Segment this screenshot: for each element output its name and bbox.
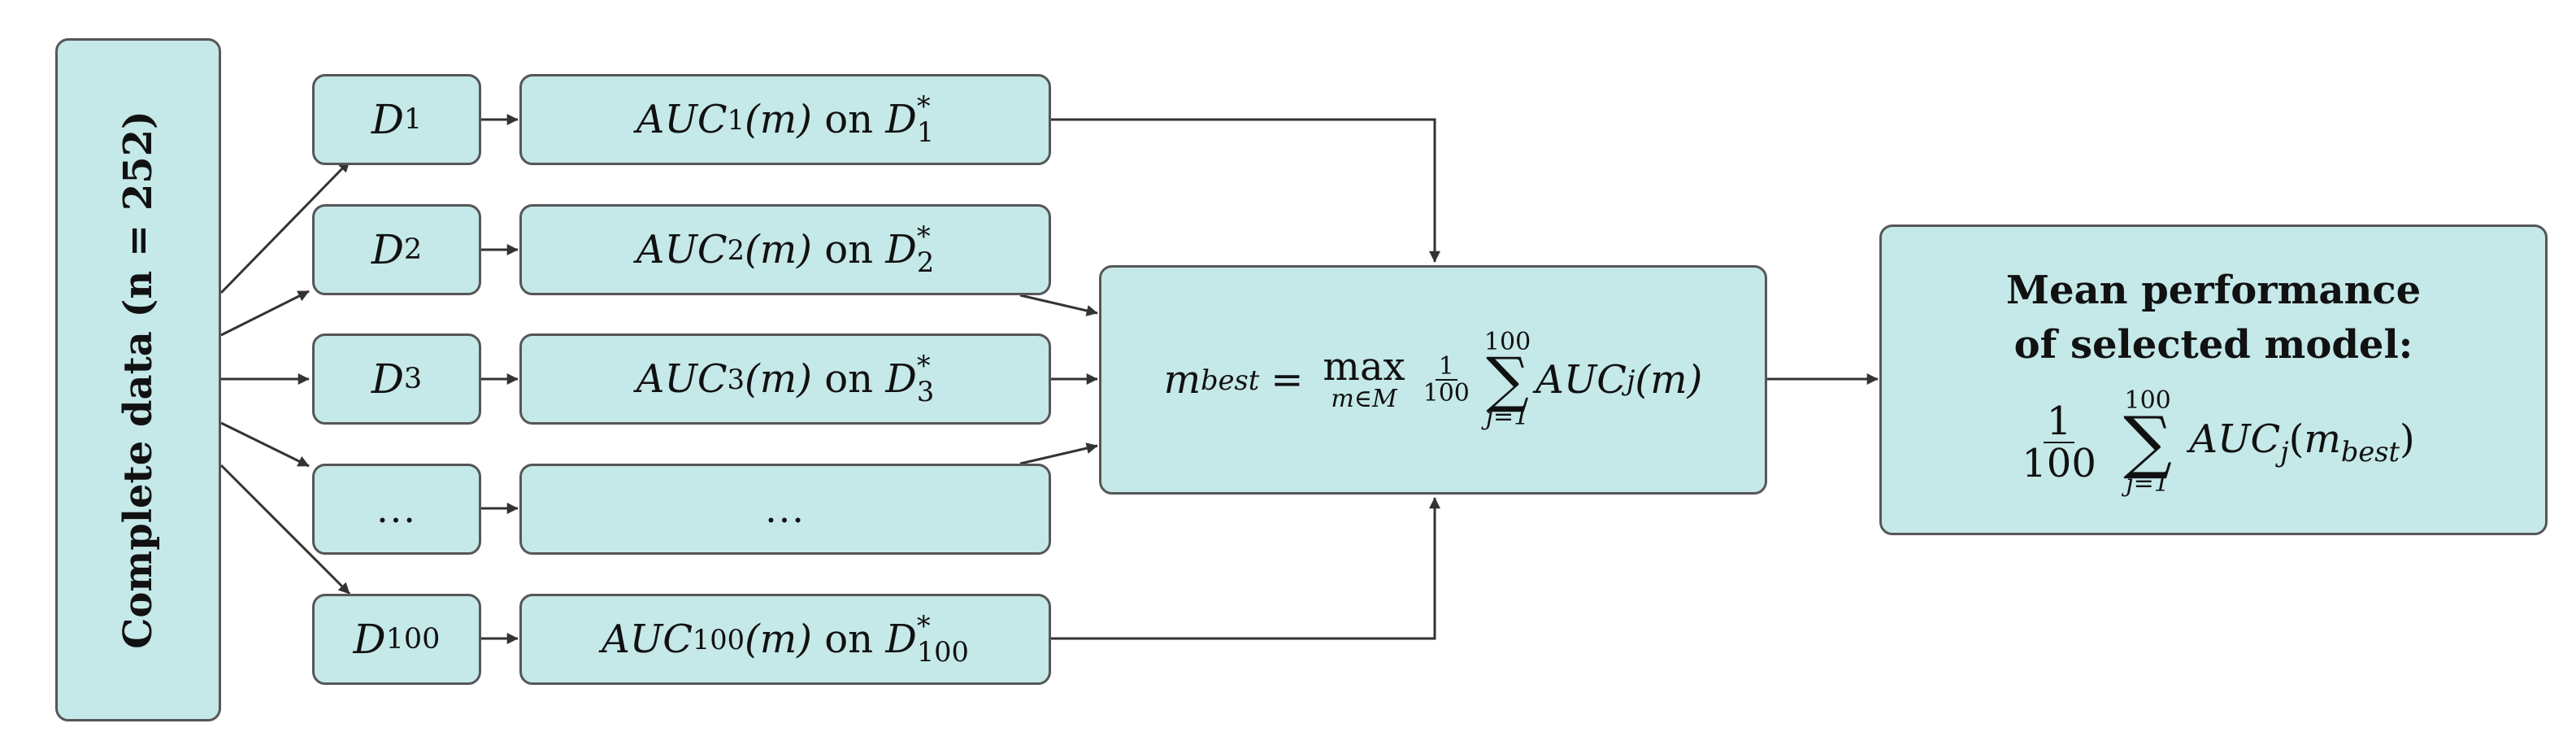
fraction: 1 100	[1420, 353, 1473, 408]
auc-argument: (m)	[745, 356, 812, 402]
summation: 100 ∑ j=1	[2123, 389, 2172, 495]
dataset-subscript: 100	[385, 623, 441, 656]
arrow-auc-dots-to-selection	[1019, 442, 1098, 465]
result-formula: 1 100 100 ∑ j=1 AUCj(mbest)	[2012, 389, 2414, 495]
test-set-symbol: D	[885, 617, 917, 662]
test-set-star: *	[916, 350, 931, 382]
test-set-symbol: D	[885, 227, 917, 272]
max-subscript: m∈M	[1331, 385, 1397, 414]
sigma-symbol: ∑	[2123, 402, 2173, 482]
max-operator: max m∈M	[1323, 347, 1405, 412]
arrow-complete-to-dots	[220, 421, 310, 468]
test-set-subscript: 100	[916, 636, 969, 668]
arrow-complete-to-d100	[219, 464, 351, 595]
result-title-line1: Mean performance	[2005, 268, 2422, 314]
arrow-auc2-to-selection	[1019, 294, 1098, 316]
test-set-symbol: D	[885, 97, 917, 142]
auc-subscript: 3	[727, 363, 745, 395]
test-set-subscript: 2	[916, 246, 935, 278]
max-text: max	[1323, 344, 1405, 390]
sum-lower-limit: j=1	[1485, 403, 1530, 432]
test-set-star: *	[916, 220, 931, 253]
fraction-denominator: 100	[1423, 379, 1470, 408]
dataset-box-ellipsis: ...	[312, 464, 481, 555]
auc-symbol: AUC	[1536, 357, 1627, 403]
summation: 100 ∑ j=1	[1483, 327, 1531, 432]
auc-argument: (m)	[745, 97, 812, 142]
complete-data-label: Complete data (n = 252)	[115, 111, 161, 649]
sum-upper-limit: 100	[2124, 386, 2171, 416]
fraction-denominator: 100	[2022, 441, 2096, 487]
auc-argument: (m)	[745, 227, 812, 272]
m-best-subscript: best	[1201, 364, 1260, 396]
auc-subscript: 1	[727, 103, 745, 136]
test-set-subscript: 1	[916, 116, 935, 148]
on-word: on	[824, 97, 874, 142]
test-set-symbol: D	[885, 356, 917, 402]
dataset-symbol: D	[353, 616, 386, 663]
arrow-auc1-to-selection	[1051, 118, 1440, 263]
auc-symbol: AUC	[636, 356, 728, 402]
dataset-symbol: D	[371, 226, 404, 273]
result-box: Mean performance of selected model: 1 10…	[1879, 224, 2548, 535]
m-symbol: m	[2304, 416, 2341, 463]
arrow-complete-to-d1	[219, 159, 351, 294]
auc-symbol: AUC	[636, 227, 728, 272]
auc-symbol: AUC	[636, 97, 728, 142]
close-paren: )	[2400, 416, 2415, 463]
result-title-line2: of selected model:	[2013, 322, 2413, 368]
dataset-symbol: D	[371, 96, 404, 143]
auc-subscript: 100	[692, 623, 745, 656]
auc-subscript: j	[2280, 436, 2289, 469]
sigma-symbol: ∑	[1486, 344, 1529, 415]
complete-data-box: Complete data (n = 252)	[55, 38, 221, 721]
auc-box-ellipsis: ...	[519, 464, 1051, 555]
sum-lower-limit: j=1	[2126, 469, 2170, 498]
on-word: on	[824, 356, 874, 402]
auc-subscript: 2	[727, 233, 745, 266]
ellipsis-text: ...	[765, 487, 806, 531]
fraction: 1 100	[2018, 400, 2100, 487]
open-paren: (	[2288, 416, 2304, 463]
auc-subscript: j	[1627, 364, 1636, 396]
dataset-subscript: 2	[403, 233, 423, 266]
test-set-star: *	[916, 610, 931, 643]
ellipsis-text: ...	[376, 487, 417, 531]
equals-sign: =	[1271, 357, 1304, 403]
auc-argument: (m)	[1635, 357, 1703, 403]
test-set-star: *	[916, 90, 931, 123]
dataset-subscript: 1	[403, 103, 423, 136]
fraction-numerator: 1	[1435, 353, 1457, 381]
arrow-auc100-to-selection	[1051, 497, 1440, 640]
arrow-complete-to-d2	[220, 290, 310, 337]
dataset-subscript: 3	[403, 363, 423, 395]
test-set-subscript: 3	[916, 376, 935, 408]
m-best-symbol: m	[1163, 357, 1201, 403]
auc-argument: (m)	[745, 617, 812, 662]
sum-upper-limit: 100	[1483, 327, 1531, 356]
on-word: on	[824, 617, 874, 662]
auc-symbol: AUC	[2189, 416, 2281, 463]
on-word: on	[824, 227, 874, 272]
fraction-numerator: 1	[2043, 400, 2075, 444]
m-best-subscript: best	[2340, 436, 2400, 469]
auc-symbol: AUC	[602, 617, 693, 662]
dataset-symbol: D	[371, 355, 404, 403]
